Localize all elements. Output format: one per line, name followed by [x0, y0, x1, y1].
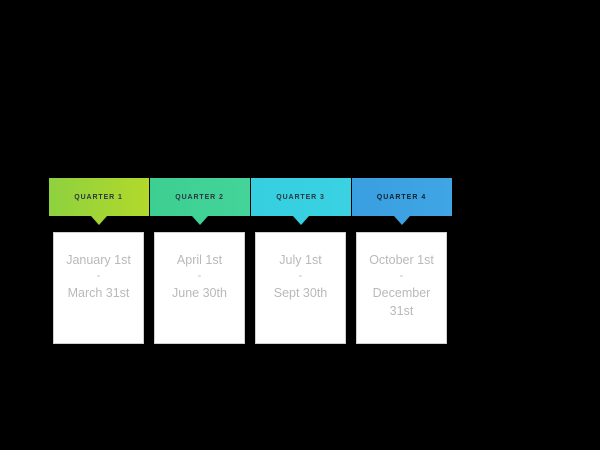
quarters-timeline: QUARTER 1 January 1st - March 31st QUART…: [48, 178, 452, 344]
quarter-banner-4[interactable]: QUARTER 4: [351, 178, 452, 225]
quarter-date-card-1[interactable]: January 1st - March 31st: [53, 232, 144, 344]
quarter-start-date-3: July 1st: [279, 253, 322, 267]
quarter-end-date-4: December 31st: [372, 286, 431, 318]
quarter-banner-notch-icon-1: [90, 216, 107, 225]
quarter-date-card-2[interactable]: April 1st - June 30th: [154, 232, 245, 344]
quarter-column-2[interactable]: QUARTER 2 April 1st - June 30th: [149, 178, 250, 344]
quarter-date-separator-3: -: [298, 270, 303, 282]
quarter-banner-notch-icon-2: [191, 216, 208, 225]
quarter-banner-fill-2: QUARTER 2: [149, 178, 250, 216]
quarter-banner-3[interactable]: QUARTER 3: [250, 178, 351, 225]
quarter-end-date-1: March 31st: [67, 286, 130, 300]
quarter-column-1[interactable]: QUARTER 1 January 1st - March 31st: [48, 178, 149, 344]
quarter-banner-label-4: QUARTER 4: [376, 193, 427, 201]
quarter-end-date-3: Sept 30th: [273, 286, 328, 300]
quarter-start-date-1: January 1st: [66, 253, 131, 267]
quarter-date-card-4[interactable]: October 1st - December 31st: [356, 232, 447, 344]
quarter-banner-fill-1: QUARTER 1: [48, 178, 149, 216]
quarter-start-date-4: October 1st: [369, 253, 434, 267]
quarter-banner-label-1: QUARTER 1: [74, 193, 123, 201]
quarter-date-separator-1: -: [96, 270, 101, 282]
quarter-end-date-2: June 30th: [172, 286, 227, 300]
quarter-date-card-3[interactable]: July 1st - Sept 30th: [255, 232, 346, 344]
quarter-start-date-2: April 1st: [176, 253, 223, 267]
quarter-banner-label-3: QUARTER 3: [276, 193, 325, 201]
quarter-banner-fill-4: QUARTER 4: [351, 178, 452, 216]
quarter-banner-label-2: QUARTER 2: [175, 193, 224, 201]
quarter-date-separator-4: -: [399, 270, 404, 282]
quarter-banner-notch-icon-3: [292, 216, 309, 225]
quarter-banner-1[interactable]: QUARTER 1: [48, 178, 149, 225]
quarter-column-4[interactable]: QUARTER 4 October 1st - December 31st: [351, 178, 452, 344]
quarter-banner-notch-icon-4: [393, 216, 410, 225]
quarter-column-3[interactable]: QUARTER 3 July 1st - Sept 30th: [250, 178, 351, 344]
quarter-banner-2[interactable]: QUARTER 2: [149, 178, 250, 225]
quarter-banner-fill-3: QUARTER 3: [250, 178, 351, 216]
quarter-date-separator-2: -: [197, 270, 202, 282]
